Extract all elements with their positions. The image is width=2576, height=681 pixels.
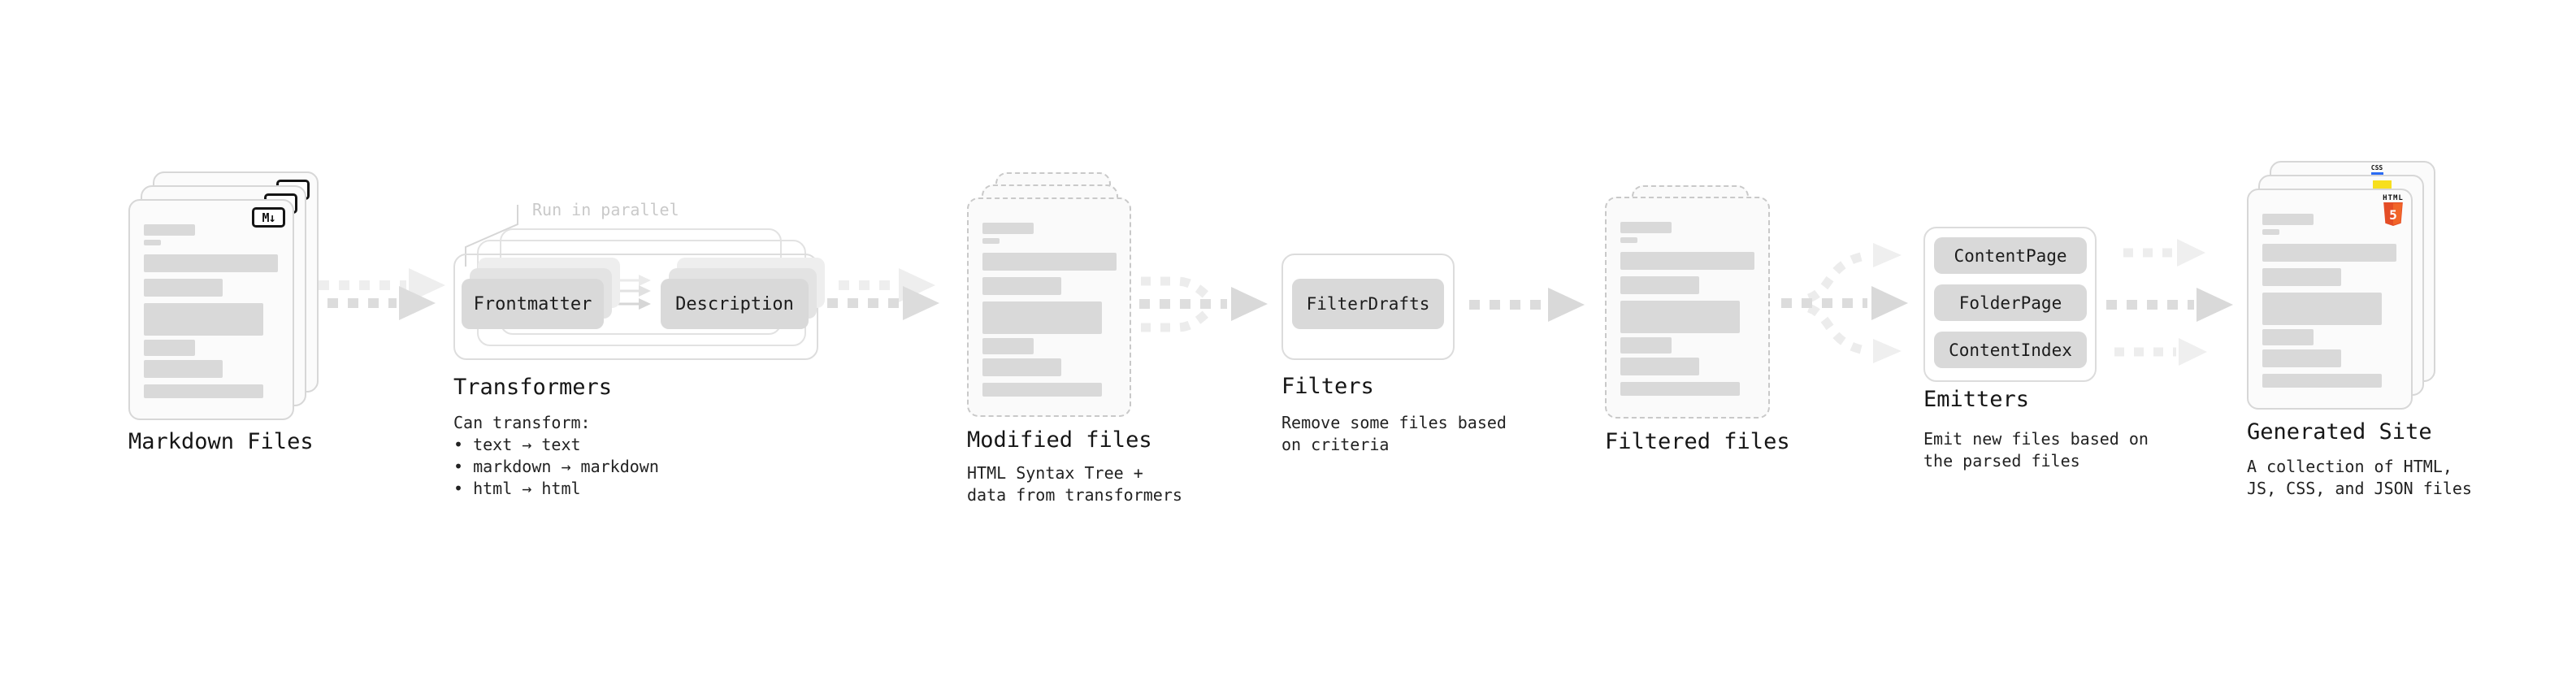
file-skeleton — [1607, 198, 1768, 417]
arrow-filtered-to-emitters — [1781, 243, 1908, 363]
skeleton-line — [144, 240, 161, 245]
skeleton-line — [982, 277, 1061, 295]
skeleton-line — [1620, 301, 1740, 333]
skeleton-line — [144, 340, 195, 356]
site-file-card-html: HTML 5 — [2247, 189, 2413, 410]
html5-shield: 5 — [2383, 202, 2403, 226]
desc-line: Remove some files based — [1281, 413, 1507, 432]
desc-line: • html → html — [453, 479, 581, 498]
skeleton-line — [144, 384, 263, 398]
desc-line: • markdown → markdown — [453, 457, 659, 476]
skeleton-line — [982, 238, 1000, 244]
html5-icon-text: HTML — [2383, 194, 2404, 202]
desc-line: Emit new files based on — [1923, 429, 2149, 449]
skeleton-line — [1620, 237, 1637, 243]
css-icon: CSS — [2369, 165, 2385, 175]
modified-file-card-front — [967, 197, 1131, 417]
desc-line: A collection of HTML, — [2247, 457, 2452, 476]
arrow-emitters-to-site — [2106, 239, 2233, 366]
arrow-transformers-to-modified — [827, 268, 939, 320]
css-icon-text: CSS — [2370, 164, 2383, 171]
description-chip: Description — [661, 279, 809, 329]
desc-line: on criteria — [1281, 435, 1390, 454]
filtered-file-card-front — [1605, 197, 1770, 419]
frontmatter-chip: Frontmatter — [462, 279, 604, 329]
desc-line: the parsed files — [1923, 451, 2080, 471]
contentpage-chip: ContentPage — [1934, 237, 2087, 274]
skeleton-line — [144, 360, 223, 378]
arrow-filters-to-filtered — [1469, 288, 1585, 322]
stage-label-markdown-files: Markdown Files — [128, 429, 314, 454]
skeleton-line — [2262, 244, 2396, 262]
desc-line: JS, CSS, and JSON files — [2247, 479, 2472, 498]
skeleton-line — [982, 358, 1061, 376]
skeleton-line — [982, 253, 1117, 271]
desc-line: HTML Syntax Tree + — [967, 463, 1143, 483]
skeleton-line — [144, 303, 263, 336]
skeleton-line — [2262, 268, 2341, 286]
skeleton-line — [1620, 276, 1699, 294]
stage-label-transformers: Transformers — [453, 375, 613, 400]
contentindex-chip: ContentIndex — [1934, 332, 2087, 368]
file-skeleton — [130, 201, 293, 419]
css-icon-bar — [2370, 172, 2383, 175]
skeleton-line — [144, 224, 195, 236]
stage-label-filters: Filters — [1281, 374, 1374, 399]
filterdrafts-chip: FilterDrafts — [1292, 279, 1444, 329]
skeleton-line — [2262, 329, 2314, 345]
skeleton-line — [144, 254, 278, 272]
arrow-markdown-to-transformers — [307, 268, 445, 320]
emitters-description: Emit new files based on the parsed files — [1923, 428, 2149, 472]
javascript-icon — [2373, 180, 2392, 191]
desc-line: data from transformers — [967, 485, 1182, 505]
skeleton-line — [2262, 293, 2382, 325]
svg-text:5: 5 — [2389, 207, 2397, 223]
stage-label-filtered-files: Filtered files — [1605, 429, 1790, 454]
skeleton-line — [2262, 349, 2341, 367]
stage-label-modified-files: Modified files — [967, 427, 1152, 453]
stage-label-generated-site: Generated Site — [2247, 419, 2432, 445]
filters-description: Remove some files based on criteria — [1281, 412, 1507, 456]
arrow-modified-to-filters — [1139, 276, 1268, 332]
desc-line: • text → text — [453, 435, 581, 454]
folderpage-chip: FolderPage — [1934, 284, 2087, 321]
skeleton-line — [982, 383, 1102, 397]
html5-icon: HTML 5 — [2381, 194, 2405, 226]
generated-site-description: A collection of HTML, JS, CSS, and JSON … — [2247, 456, 2472, 500]
skeleton-line — [1620, 382, 1740, 396]
arrow-frontmatter-to-description — [615, 275, 651, 310]
skeleton-line — [2262, 374, 2382, 388]
skeleton-line — [144, 279, 223, 297]
skeleton-line — [2262, 214, 2314, 225]
file-skeleton — [2249, 190, 2411, 408]
markdown-icon: M↓ — [252, 207, 285, 228]
skeleton-line — [982, 223, 1034, 234]
stage-label-emitters: Emitters — [1923, 387, 2030, 412]
skeleton-line — [1620, 337, 1672, 354]
skeleton-line — [982, 338, 1034, 354]
skeleton-line — [1620, 222, 1672, 233]
file-skeleton — [969, 199, 1130, 415]
skeleton-line — [1620, 358, 1699, 375]
skeleton-line — [2262, 229, 2279, 235]
run-in-parallel-note: Run in parallel — [532, 200, 679, 219]
desc-line: Can transform: — [453, 413, 591, 432]
markdown-file-card-front: M↓ — [128, 199, 294, 420]
transformers-description: Can transform: • text → text • markdown … — [453, 412, 659, 500]
skeleton-line — [982, 301, 1102, 334]
skeleton-line — [1620, 252, 1754, 270]
modified-files-description: HTML Syntax Tree + data from transformer… — [967, 462, 1182, 506]
